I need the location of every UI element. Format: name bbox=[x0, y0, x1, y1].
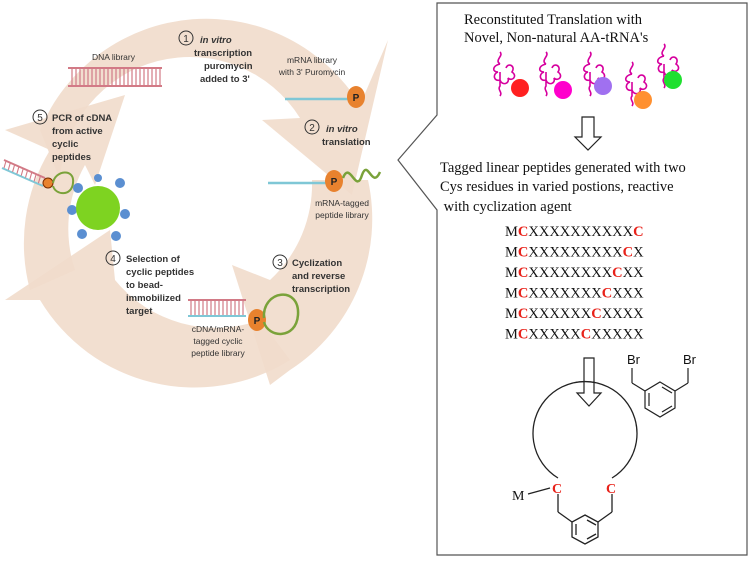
svg-text:transcription: transcription bbox=[194, 48, 252, 59]
svg-text:in vitro: in vitro bbox=[200, 35, 232, 46]
svg-text:P: P bbox=[331, 177, 338, 188]
panel-description-line-3: with cyclization agent bbox=[440, 199, 572, 215]
svg-text:5: 5 bbox=[37, 113, 43, 124]
trna-molecule bbox=[582, 51, 612, 97]
bead bbox=[76, 186, 120, 230]
amino-acid-ball bbox=[634, 91, 652, 109]
panel-description-line-1: Tagged linear peptides generated with tw… bbox=[440, 160, 686, 176]
target-molecule-icons bbox=[67, 174, 130, 241]
svg-text:cyclic: cyclic bbox=[52, 139, 78, 150]
peptide-sequence: MCXXXXXXCXXXX bbox=[505, 306, 644, 322]
trna-molecule bbox=[492, 51, 529, 97]
product-cys-label-2: C bbox=[606, 482, 616, 497]
amino-acid-ball bbox=[594, 77, 612, 95]
peptide-sequence: MCXXXXXXXXXCX bbox=[505, 245, 644, 261]
amino-acid-ball bbox=[511, 79, 529, 97]
panel-description-line-2: Cys residues in varied postions, reactiv… bbox=[440, 179, 674, 195]
svg-text:puromycin: puromycin bbox=[204, 61, 253, 72]
svg-text:1: 1 bbox=[183, 34, 189, 45]
peptide-sequence: MCXXXXXXXXCXX bbox=[505, 265, 644, 281]
svg-text:2: 2 bbox=[309, 123, 315, 134]
svg-text:added to 3': added to 3' bbox=[200, 74, 250, 85]
svg-text:from active: from active bbox=[52, 126, 103, 137]
mrna-library-label-2: with 3' Puromycin bbox=[278, 67, 346, 77]
amino-acid-ball bbox=[554, 81, 572, 99]
callout-panel: Reconstituted Translation with Novel, No… bbox=[397, 2, 748, 556]
svg-text:peptides: peptides bbox=[52, 152, 91, 163]
dna-library-label: DNA library bbox=[92, 52, 136, 62]
peptide-sequence: MCXXXXXCXXXXX bbox=[505, 327, 644, 343]
peptide-sequence-list: MCXXXXXXXXXXC MCXXXXXXXXXCX MCXXXXXXXXCXX M… bbox=[505, 224, 644, 343]
svg-text:and reverse: and reverse bbox=[292, 271, 345, 282]
cycle-arrow-top bbox=[40, 18, 388, 196]
mrna-tagged-label-2: peptide library bbox=[315, 210, 369, 220]
svg-text:immobilized: immobilized bbox=[126, 293, 181, 304]
puromycin-marker bbox=[347, 86, 365, 108]
step-number-badge bbox=[178, 30, 194, 46]
cdna-tagged-label-2: tagged cyclic bbox=[193, 336, 243, 346]
svg-text:transcription: transcription bbox=[292, 284, 350, 295]
step-3-label: 3 Cyclization and reverse transcription bbox=[272, 254, 350, 295]
dna-library-icon bbox=[68, 67, 162, 87]
step-5-label: 5 PCR of cDNA from active cyclic peptide… bbox=[32, 109, 112, 163]
svg-text:target: target bbox=[126, 306, 153, 317]
svg-text:P: P bbox=[353, 93, 360, 104]
down-arrow-1 bbox=[573, 116, 603, 151]
cdna-tagged-label-3: peptide library bbox=[191, 348, 245, 358]
step-number-badge bbox=[105, 250, 121, 266]
amino-acid-ball bbox=[664, 71, 682, 89]
product-methionine-label: M bbox=[512, 489, 525, 504]
mrna-library-icon: P bbox=[285, 86, 365, 108]
trna-row bbox=[492, 43, 682, 109]
dibromoxylene-structure bbox=[631, 368, 689, 418]
step-1-label: 1 in vitro transcription puromycin added… bbox=[178, 30, 253, 85]
svg-text:to bead-: to bead- bbox=[126, 280, 163, 291]
step-number-badge bbox=[272, 254, 288, 270]
svg-text:P: P bbox=[254, 316, 261, 327]
svg-text:in vitro: in vitro bbox=[326, 124, 358, 135]
panel-title-line-2: Novel, Non-natural AA-tRNA's bbox=[464, 30, 649, 46]
svg-text:Cyclization: Cyclization bbox=[292, 258, 342, 269]
step-number-badge bbox=[304, 119, 320, 135]
puromycin-marker bbox=[248, 309, 266, 331]
bromine-label-1: Br bbox=[627, 352, 641, 367]
cdna-cyclic-peptide-icon: P bbox=[188, 293, 300, 336]
peptide-sequence: MCXXXXXXXXXXC bbox=[505, 224, 644, 240]
trna-molecule bbox=[656, 43, 682, 89]
bromine-label-2: Br bbox=[683, 352, 697, 367]
cycle-arrow-bottom bbox=[5, 230, 290, 388]
step-number-badge bbox=[32, 109, 48, 125]
peptide-sequence: MCXXXXXXXCXXX bbox=[505, 286, 644, 302]
cyclic-peptide-product bbox=[527, 380, 638, 545]
svg-text:translation: translation bbox=[322, 137, 371, 148]
svg-text:3: 3 bbox=[277, 258, 283, 269]
step-2-label: 2 in vitro translation bbox=[304, 119, 371, 148]
svg-text:cyclic peptides: cyclic peptides bbox=[126, 267, 194, 278]
mrna-tagged-peptide-icon: P bbox=[268, 168, 382, 192]
bead-target-icon bbox=[1, 159, 130, 241]
trna-molecule bbox=[538, 51, 572, 99]
svg-text:Selection of: Selection of bbox=[126, 254, 181, 265]
product-cys-label-1: C bbox=[552, 482, 562, 497]
cdna-tagged-label: cDNA/mRNA- bbox=[192, 324, 245, 334]
svg-text:PCR of cDNA: PCR of cDNA bbox=[52, 113, 112, 124]
mrna-library-label: mRNA library bbox=[287, 55, 338, 65]
selection-cycle: DNA library 1 in vitro transcription pur… bbox=[1, 18, 388, 388]
panel-title-line-1: Reconstituted Translation with bbox=[464, 12, 643, 28]
step-4-label: 4 Selection of cyclic peptides to bead- … bbox=[105, 250, 194, 317]
svg-text:4: 4 bbox=[110, 254, 116, 265]
trna-molecule bbox=[624, 61, 652, 109]
mrna-tagged-label: mRNA-tagged bbox=[315, 198, 369, 208]
